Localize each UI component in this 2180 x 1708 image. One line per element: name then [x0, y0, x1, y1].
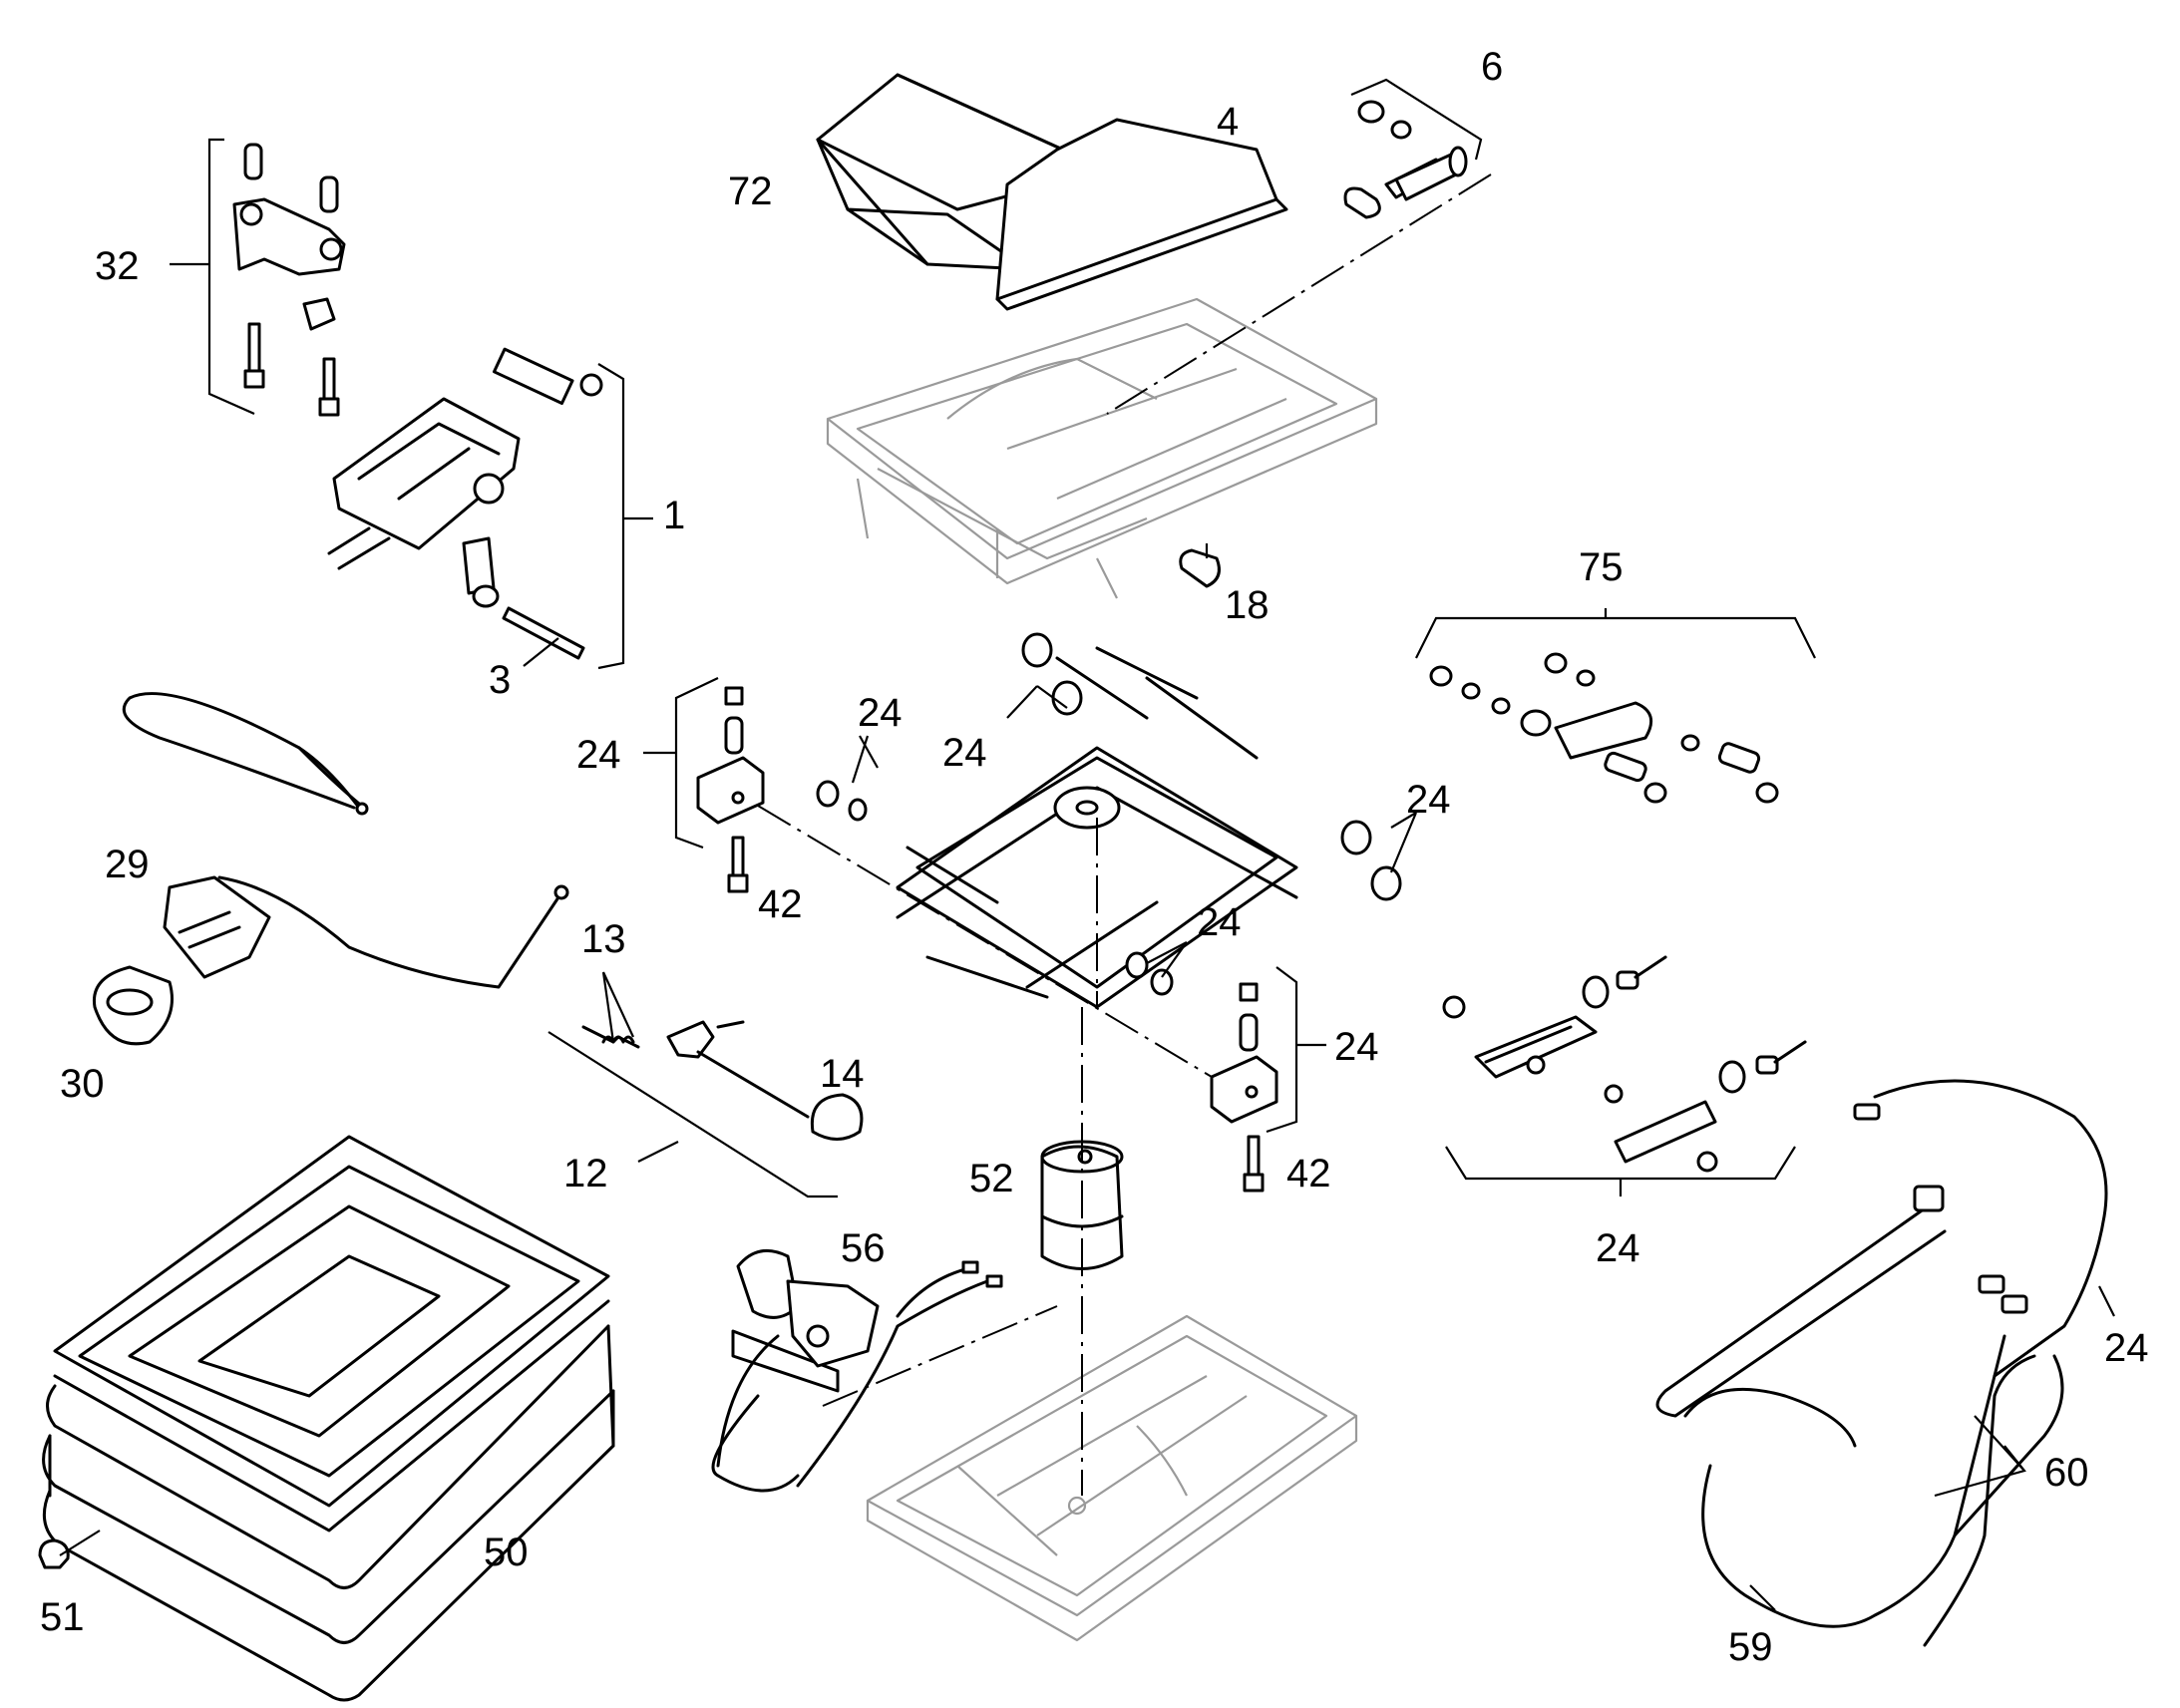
leader-lines — [59, 138, 2115, 1611]
callout-56: 56 — [841, 1226, 886, 1270]
damper-assembly — [1343, 78, 1483, 219]
callout-24-bushing-top: 24 — [942, 731, 987, 775]
callout-52: 52 — [969, 1157, 1014, 1200]
upper-seat-frame-outline — [826, 297, 1378, 599]
callout-1: 1 — [663, 494, 685, 537]
lever-mechanism-housing — [327, 347, 603, 660]
plug-part — [38, 1538, 70, 1569]
callout-13: 13 — [581, 917, 626, 961]
bushing-set — [816, 632, 1402, 996]
callout-14: 14 — [820, 1052, 865, 1096]
knob-cap — [810, 1093, 864, 1141]
callout-24-bushing-lower: 24 — [1197, 900, 1242, 944]
callout-24-bushing-left: 24 — [858, 691, 903, 735]
callout-30: 30 — [60, 1062, 105, 1106]
release-handle — [163, 875, 271, 979]
callout-4: 4 — [1217, 100, 1239, 144]
callout-50: 50 — [484, 1531, 529, 1574]
callout-32: 32 — [95, 244, 140, 288]
callout-6: 6 — [1481, 45, 1503, 89]
callout-60: 60 — [2044, 1451, 2089, 1495]
callout-51: 51 — [40, 1595, 85, 1639]
callout-labels: 1 3 4 6 12 13 14 18 24 24 24 24 24 24 24… — [40, 45, 2149, 1669]
clip-part — [1179, 548, 1221, 588]
wiring-harness — [1655, 1079, 2108, 1647]
callout-42-right: 42 — [1286, 1152, 1331, 1196]
callout-59: 59 — [1728, 1625, 1773, 1669]
handle-grip — [92, 965, 174, 1046]
callout-18: 18 — [1225, 583, 1270, 627]
callout-24-bracket-left: 24 — [576, 733, 621, 777]
callout-24-rails: 24 — [1596, 1226, 1640, 1270]
bracket-block-right — [1210, 982, 1278, 1193]
spring-assembly — [581, 1020, 810, 1119]
callout-75: 75 — [1579, 545, 1624, 589]
callout-24-harness: 24 — [2104, 1326, 2149, 1370]
height-adjust-rails — [1442, 955, 1807, 1173]
callout-24-bracket-right: 24 — [1334, 1025, 1379, 1069]
callout-12: 12 — [563, 1152, 608, 1196]
lever-assembly — [232, 143, 346, 417]
lower-base-frame-outline — [866, 1314, 1358, 1642]
scissor-suspension-frame — [896, 646, 1298, 1009]
seat-plate — [995, 118, 1288, 311]
callout-72: 72 — [728, 170, 773, 213]
seat-shell — [42, 1135, 615, 1702]
callout-24-bushing-right: 24 — [1406, 778, 1451, 822]
bracket-block-left — [696, 686, 765, 893]
shock-absorber-assembly — [1429, 652, 1779, 804]
assembly-centerlines — [757, 173, 1492, 1496]
callout-29: 29 — [105, 843, 150, 886]
control-cable — [122, 692, 569, 989]
callout-3: 3 — [489, 658, 511, 702]
compressor — [711, 1248, 1003, 1493]
callout-42-left: 42 — [758, 882, 803, 926]
